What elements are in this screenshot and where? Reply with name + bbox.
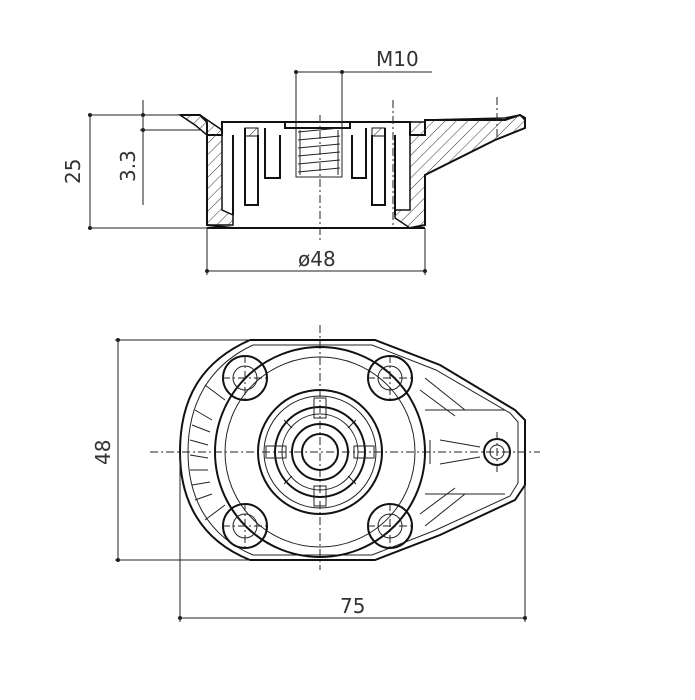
total-height-label: 25 — [61, 159, 85, 184]
top-view: 48 75 — [91, 325, 540, 622]
left-wall-section — [177, 114, 234, 226]
flange-height-label: 3.3 — [116, 150, 140, 182]
thread-m10 — [295, 121, 343, 178]
section-view: M10 25 3.3 ø48 — [61, 47, 526, 275]
diameter-label: ø48 — [298, 247, 336, 271]
width-label: 48 — [91, 440, 115, 465]
thread-dimension-label: M10 — [376, 47, 419, 71]
length-label: 75 — [340, 594, 365, 618]
right-wall-section — [394, 114, 526, 229]
